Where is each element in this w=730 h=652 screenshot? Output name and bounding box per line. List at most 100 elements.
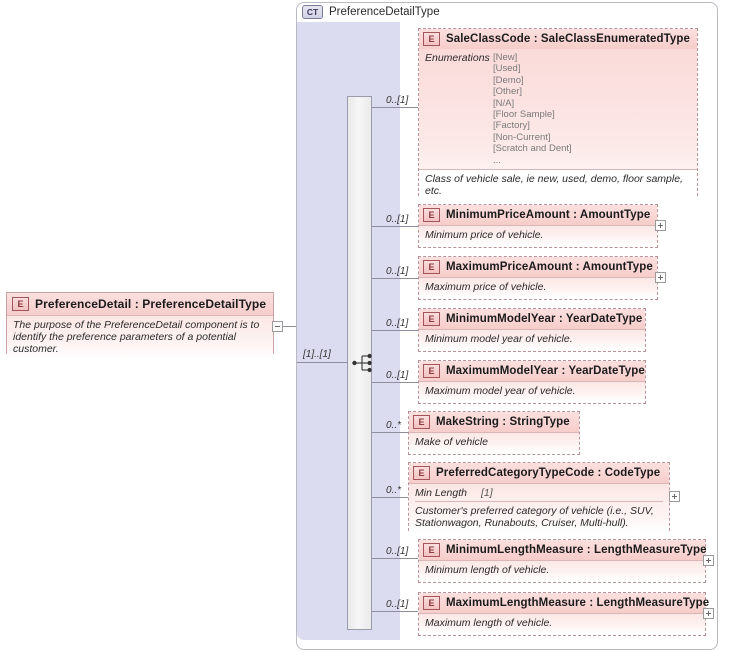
element-name: SaleClassCode : SaleClassEnumeratedType <box>446 33 691 45</box>
enumeration-item: [Floor Sample] <box>493 109 555 121</box>
connector-type-to-sequence <box>297 362 347 363</box>
enumeration-item: ... <box>493 154 501 166</box>
connector-child-8 <box>372 611 418 612</box>
element-name: MinimumLengthMeasure : LengthMeasureType <box>446 544 707 556</box>
element-box-minimum-model-year[interactable]: E MinimumModelYear : YearDateType Minimu… <box>418 308 646 352</box>
element-name: MakeString : StringType <box>436 416 570 428</box>
element-tag-icon: E <box>423 32 440 46</box>
enumeration-item: [Scratch and Dent] <box>493 143 572 155</box>
element-name: PreferenceDetail : PreferenceDetailType <box>35 297 267 311</box>
element-body: Maximum model year of vehicle. <box>419 381 645 401</box>
element-tag-icon: E <box>423 543 440 557</box>
element-body: Maximum length of vehicle. <box>419 613 705 633</box>
element-header: E MinimumPriceAmount : AmountType <box>419 205 657 225</box>
element-tag-icon: E <box>413 415 430 429</box>
element-documentation: Minimum price of vehicle. <box>425 229 544 241</box>
enumeration-item: [N/A] <box>493 97 515 109</box>
element-documentation: Maximum length of vehicle. <box>425 617 553 629</box>
element-tag-icon: E <box>423 364 440 378</box>
cardinality-child-7: 0..[1] <box>386 546 409 557</box>
expand-toggle-preferred-category-type-code[interactable] <box>669 491 680 502</box>
connector-child-1 <box>372 226 418 227</box>
cardinality-child-1: 0..[1] <box>386 214 409 225</box>
expand-toggle-maximum-price-amount[interactable] <box>655 272 666 283</box>
enumeration-item: [Demo] <box>493 74 524 86</box>
element-box-maximum-length-measure[interactable]: E MaximumLengthMeasure : LengthMeasureTy… <box>418 592 709 636</box>
facet-value: [1] <box>481 487 493 499</box>
element-header: E MaximumPriceAmount : AmountType <box>419 257 657 277</box>
element-body: Minimum model year of vehicle. <box>419 329 645 349</box>
cardinality-child-3: 0..[1] <box>386 318 409 329</box>
element-tag-icon: E <box>413 466 430 480</box>
element-documentation: Minimum length of vehicle. <box>425 564 550 576</box>
element-body: Maximum price of vehicle. <box>419 277 657 297</box>
element-tag-icon: E <box>423 312 440 326</box>
element-tag-icon: E <box>423 208 440 222</box>
element-name: MaximumPriceAmount : AmountType <box>446 261 653 273</box>
connector-child-5 <box>372 432 408 433</box>
connector-child-3 <box>372 330 418 331</box>
element-header: E PreferredCategoryTypeCode : CodeType <box>409 463 669 483</box>
element-box-maximum-price-amount[interactable]: E MaximumPriceAmount : AmountType Maximu… <box>418 256 658 300</box>
element-header: E SaleClassCode : SaleClassEnumeratedTyp… <box>419 29 697 49</box>
cardinality-child-4: 0..[1] <box>386 370 409 381</box>
expand-toggle-minimum-price-amount[interactable] <box>655 220 666 231</box>
element-body: Min Length [1] Customer's preferred cate… <box>409 483 669 533</box>
facet-name: Min Length <box>415 487 467 499</box>
cardinality-child-2: 0..[1] <box>386 266 409 277</box>
element-name: MinimumPriceAmount : AmountType <box>446 209 651 221</box>
element-header: E MakeString : StringType <box>409 412 579 432</box>
element-documentation: Make of vehicle <box>415 436 488 448</box>
element-documentation: Minimum model year of vehicle. <box>425 333 573 345</box>
element-body: The purpose of the PreferenceDetail comp… <box>7 315 273 359</box>
enumerations-block: Enumerations [New] [Used] [Demo] [Other]… <box>419 49 697 170</box>
enumerations-list: [New] [Used] [Demo] [Other] [N/A] [Floor… <box>493 52 572 166</box>
element-name: MaximumModelYear : YearDateType <box>446 365 645 377</box>
enumeration-item: [New] <box>493 52 518 63</box>
cardinality-child-8: 0..[1] <box>386 599 409 610</box>
element-box-minimum-length-measure[interactable]: E MinimumLengthMeasure : LengthMeasureTy… <box>418 539 707 583</box>
element-tag-icon: E <box>12 297 29 311</box>
element-tag-icon: E <box>423 260 440 274</box>
element-documentation: Maximum model year of vehicle. <box>425 385 576 397</box>
element-body: Make of vehicle <box>409 432 579 452</box>
element-documentation: Customer's preferred category of vehicle… <box>415 505 654 529</box>
expand-toggle-minimum-length-measure[interactable] <box>703 555 714 566</box>
element-header: E PreferenceDetail : PreferenceDetailTyp… <box>7 293 273 315</box>
facet-row-min-length: Min Length [1] <box>415 487 663 502</box>
connector-child-6 <box>372 497 408 498</box>
element-name: MaximumLengthMeasure : LengthMeasureType <box>446 597 710 609</box>
element-box-preference-detail[interactable]: E PreferenceDetail : PreferenceDetailTyp… <box>6 292 274 359</box>
cardinality-child-5: 0..* <box>386 420 402 431</box>
sequence-cardinality: [1]..[1] <box>303 349 331 360</box>
element-tag-icon: E <box>423 596 440 610</box>
element-box-maximum-model-year[interactable]: E MaximumModelYear : YearDateType Maximu… <box>418 360 646 404</box>
enumerations-label: Enumerations <box>425 52 490 64</box>
enumeration-item: [Other] <box>493 86 523 98</box>
element-name: PreferredCategoryTypeCode : CodeType <box>436 467 661 479</box>
cardinality-child-0: 0..[1] <box>386 95 409 106</box>
element-documentation: Maximum price of vehicle. <box>425 281 547 293</box>
element-body: Minimum price of vehicle. <box>419 225 657 245</box>
enumeration-item: [Used] <box>493 63 521 75</box>
expand-toggle-maximum-length-measure[interactable] <box>703 608 714 619</box>
enumeration-item: [Factory] <box>493 120 530 132</box>
cardinality-child-6: 0..* <box>386 485 402 496</box>
element-header: E MinimumModelYear : YearDateType <box>419 309 645 329</box>
element-body: Minimum length of vehicle. <box>419 560 705 580</box>
complex-type-header: CT PreferenceDetailType <box>302 5 440 19</box>
connector-root-to-type <box>283 326 297 327</box>
connector-child-2 <box>372 278 418 279</box>
element-box-make-string[interactable]: E MakeString : StringType Make of vehicl… <box>408 411 580 455</box>
connector-child-7 <box>372 558 418 559</box>
element-box-preferred-category-type-code[interactable]: E PreferredCategoryTypeCode : CodeType M… <box>408 462 670 533</box>
element-header: E MaximumModelYear : YearDateType <box>419 361 645 381</box>
element-header: E MaximumLengthMeasure : LengthMeasureTy… <box>419 593 709 613</box>
element-box-sale-class-code[interactable]: E SaleClassCode : SaleClassEnumeratedTyp… <box>418 28 698 202</box>
collapse-toggle-root[interactable] <box>272 321 283 332</box>
enumeration-item: [Non-Current] <box>493 131 551 143</box>
element-box-minimum-price-amount[interactable]: E MinimumPriceAmount : AmountType Minimu… <box>418 204 658 248</box>
complex-type-tag-icon: CT <box>302 5 323 19</box>
element-body: Class of vehicle sale, ie new, used, dem… <box>419 169 697 202</box>
